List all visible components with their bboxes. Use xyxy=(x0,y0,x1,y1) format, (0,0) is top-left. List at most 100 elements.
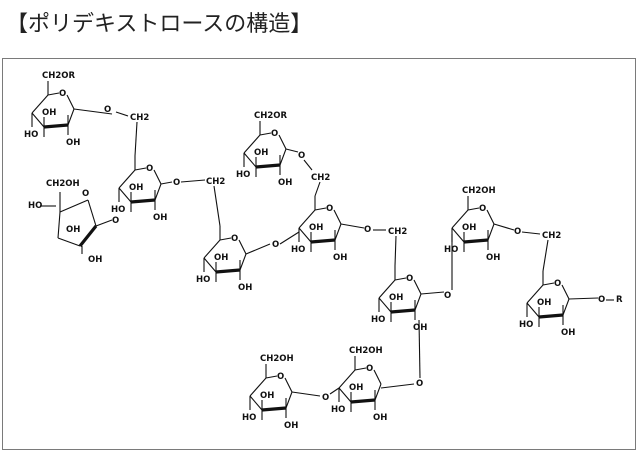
hydroxyl-label: OH xyxy=(238,283,252,293)
glycosidic-bond xyxy=(329,387,340,395)
c6-group-label: CH2OR xyxy=(254,111,287,121)
ring-bond xyxy=(467,207,480,211)
hydroxyl-label: HO xyxy=(236,170,250,180)
ring-bond xyxy=(542,282,555,286)
hydroxyl-label: HO xyxy=(28,201,42,211)
ring-bond xyxy=(249,395,263,411)
glycosidic-bond xyxy=(380,383,415,389)
glycosidic-bond xyxy=(521,231,541,235)
page-title: 【ポリデキストロースの構造】 xyxy=(6,12,313,37)
ring-bond xyxy=(413,279,422,295)
hydroxyl-label: OH xyxy=(254,148,268,158)
ring-bond xyxy=(338,369,356,389)
ring-bond xyxy=(31,94,49,114)
ring-front-edge xyxy=(255,163,281,169)
ring-front-edge xyxy=(215,268,241,274)
hydroxyl-label: OH xyxy=(537,298,551,308)
hydroxyl-label: OH xyxy=(214,253,228,263)
ring-bond xyxy=(259,132,272,136)
ring-bond xyxy=(285,391,293,409)
glycosidic-oxygen-label: O xyxy=(173,178,180,188)
ring-bond xyxy=(67,108,75,126)
hydroxyl-label: OH xyxy=(561,328,575,338)
ring-bond xyxy=(57,211,61,239)
glycosidic-oxygen-label: O xyxy=(322,393,329,403)
ring-bond xyxy=(31,112,45,128)
hydroxyl-label: OH xyxy=(88,255,102,265)
ring-bond xyxy=(374,383,382,401)
ring-bond xyxy=(118,187,132,203)
ring-bond xyxy=(378,297,392,313)
hydroxyl-label: OH xyxy=(42,108,56,118)
ring-bond xyxy=(238,239,247,255)
ring-bond xyxy=(373,369,382,385)
hydroxyl-label: HO xyxy=(242,413,256,423)
ring-bond xyxy=(134,167,147,171)
hydroxyl-label: HO xyxy=(111,205,125,215)
ring-oxygen-label: O xyxy=(59,89,66,99)
ring-bond xyxy=(486,209,495,225)
ring-bond xyxy=(338,387,352,403)
glycosidic-bond xyxy=(394,235,397,267)
hydroxyl-label: OH xyxy=(309,223,323,233)
glycosidic-oxygen-label: O xyxy=(514,227,521,237)
ring-bond xyxy=(487,223,495,241)
ring-bond xyxy=(59,199,89,213)
ring-front-edge xyxy=(350,398,376,404)
ring-bond xyxy=(378,279,396,299)
ring-bond xyxy=(153,169,162,185)
glycosidic-bond xyxy=(95,219,113,227)
glycosidic-oxygen-label: O xyxy=(416,379,423,389)
c6-group-label: CH2OH xyxy=(349,346,383,356)
ring-bond xyxy=(451,209,469,229)
ring-bond xyxy=(265,375,278,379)
glycosidic-oxygen-label: O xyxy=(598,295,605,305)
terminal-r-label: R xyxy=(616,295,623,305)
ring-bond xyxy=(414,293,422,311)
ring-oxygen-label: O xyxy=(479,204,486,214)
glycosidic-oxygen-label: O xyxy=(104,105,111,115)
ring-front-edge xyxy=(130,198,156,204)
hydroxyl-label: OH xyxy=(278,178,292,188)
hydroxyl-label: OH xyxy=(333,253,347,263)
ring-oxygen-label: O xyxy=(82,189,89,199)
ring-bond xyxy=(118,169,136,189)
ring-front-edge xyxy=(390,308,416,314)
ring-bond xyxy=(57,237,81,247)
ring-oxygen-label: O xyxy=(326,204,333,214)
ring-oxygen-label: O xyxy=(406,274,413,284)
hydroxyl-label: HO xyxy=(371,315,385,325)
hydroxyl-label: OH xyxy=(66,225,80,235)
ring-bond xyxy=(562,298,570,316)
glycosidic-bond xyxy=(73,108,113,115)
hydroxyl-label: OH xyxy=(260,391,274,401)
ring-front-edge xyxy=(78,225,98,247)
ring-bond xyxy=(47,92,60,96)
methylene-label: CH2 xyxy=(311,173,330,183)
ring-bond xyxy=(314,207,327,211)
methylene-label: CH2 xyxy=(542,231,561,241)
ring-bond xyxy=(354,367,367,371)
glycosidic-bond xyxy=(115,111,129,117)
ring-front-edge xyxy=(463,238,489,244)
glycosidic-bond xyxy=(180,179,206,183)
ring-bond xyxy=(66,94,75,110)
hydroxyl-label: OH xyxy=(153,213,167,223)
ring-bond xyxy=(203,257,217,273)
glycosidic-bond xyxy=(279,231,300,245)
hydroxyl-label: HO xyxy=(291,245,305,255)
ring-bond xyxy=(394,277,407,281)
glycosidic-oxygen-label: O xyxy=(444,291,451,301)
hydroxyl-label: OH xyxy=(413,323,427,333)
ring-bond xyxy=(243,134,261,154)
methylene-label: CH2 xyxy=(388,227,407,237)
glycosidic-bond xyxy=(160,181,173,185)
hydroxyl-label: HO xyxy=(331,405,345,415)
hydroxyl-label: HO xyxy=(519,320,533,330)
glycosidic-bond xyxy=(245,243,271,255)
ring-bond xyxy=(239,253,247,271)
ring-bond xyxy=(284,377,293,393)
ring-bond xyxy=(298,209,316,229)
ring-bond xyxy=(249,377,267,397)
ring-bond xyxy=(561,284,570,300)
